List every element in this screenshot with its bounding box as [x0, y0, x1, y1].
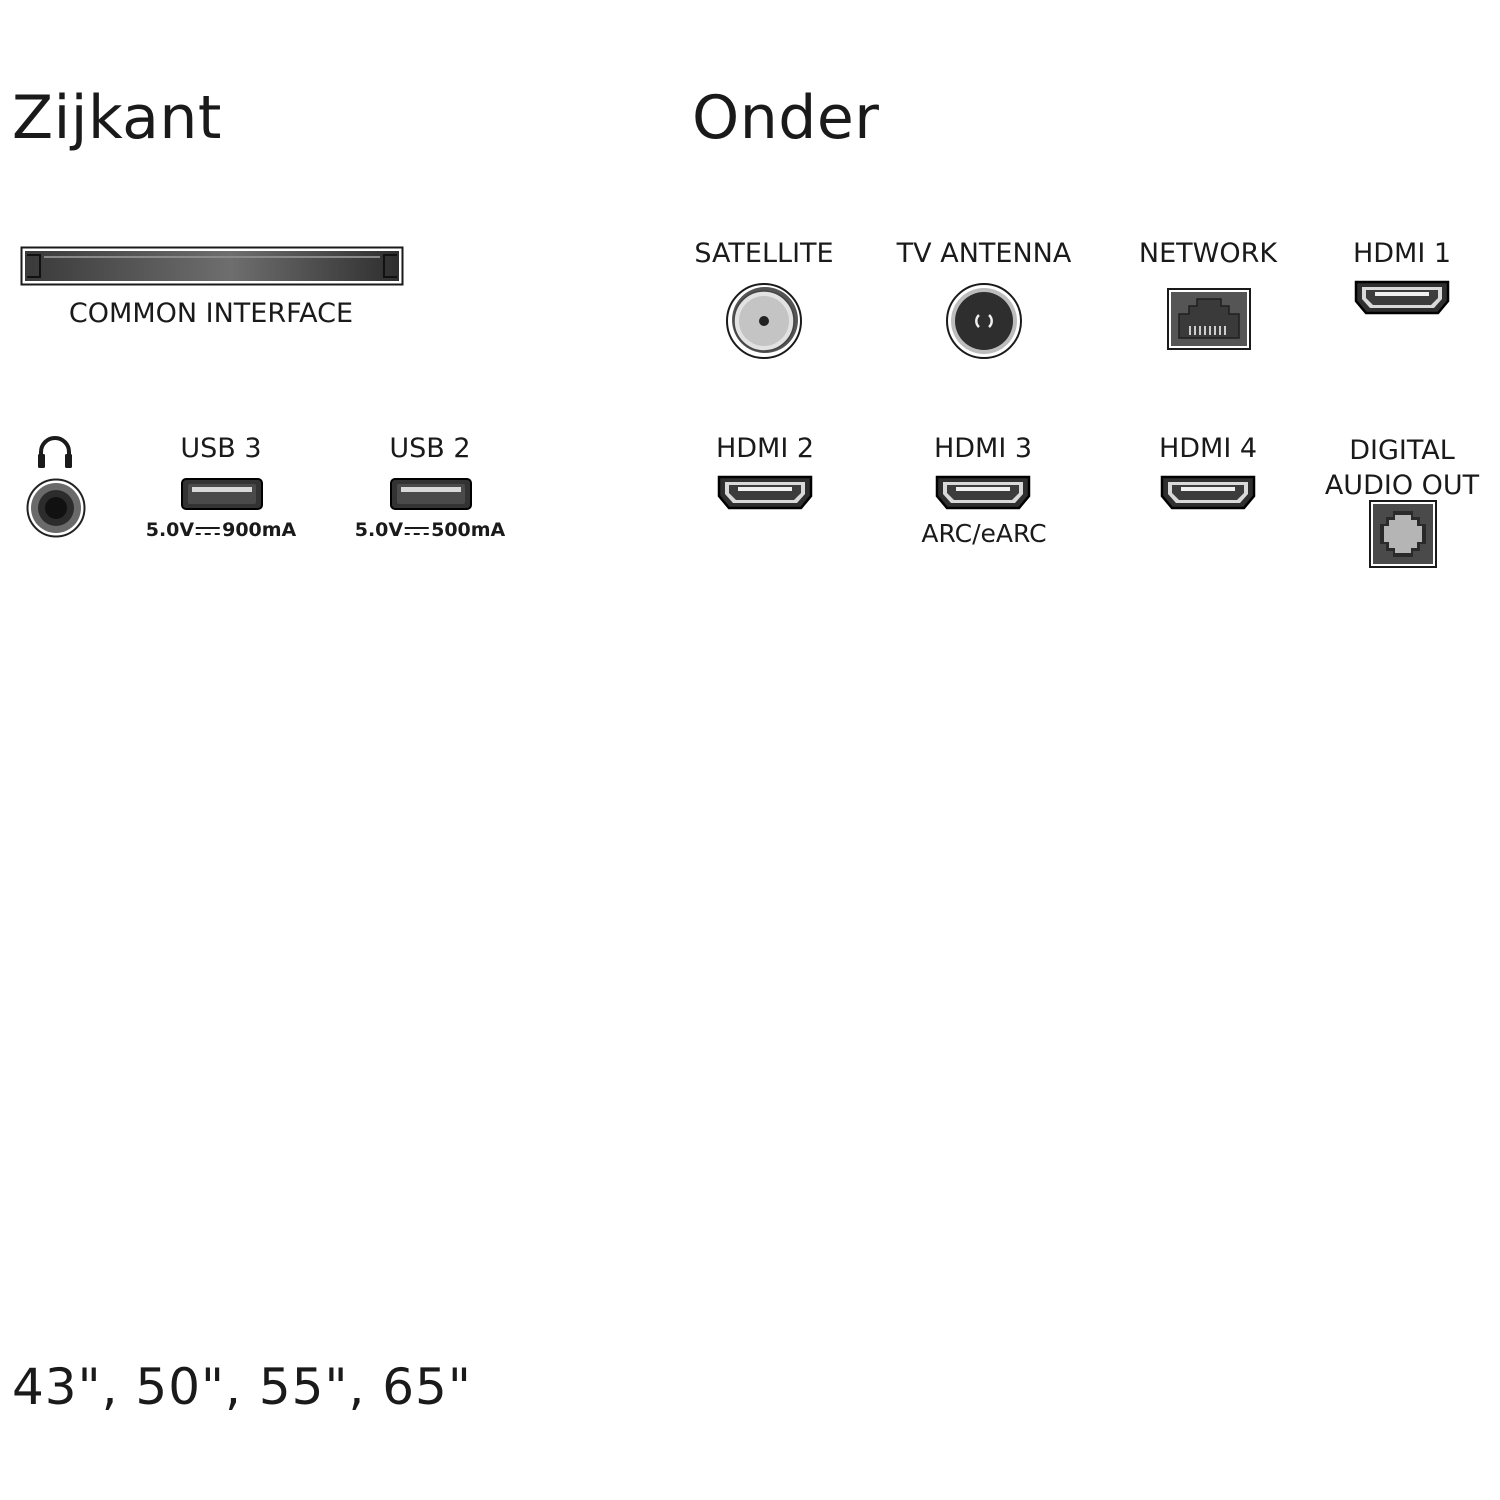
tv-antenna-label: TV ANTENNA — [896, 238, 1072, 269]
hdmi4-label: HDMI 4 — [1158, 433, 1258, 464]
hdmi2-port — [716, 474, 814, 512]
usb2-spec-voltage: 5.0V — [354, 519, 404, 541]
digital-audio-out-port — [1369, 500, 1437, 568]
digital-audio-out-label-line1: DIGITAL — [1349, 435, 1455, 466]
dc-symbol-icon — [196, 526, 221, 535]
network-port — [1167, 288, 1251, 350]
usb3-label: USB 3 — [180, 433, 262, 464]
hdmi4-port — [1159, 474, 1257, 512]
bottom-section-title: Onder — [692, 83, 880, 153]
hdmi1-port — [1353, 279, 1451, 317]
screen-sizes: 43", 50", 55", 65" — [12, 1358, 472, 1416]
hdmi3-port — [934, 474, 1032, 512]
tv-antenna-port — [945, 282, 1023, 360]
satellite-port — [725, 282, 803, 360]
digital-audio-out-label-line2: AUDIO OUT — [1324, 470, 1480, 502]
usb3-spec-current: 900mA — [222, 519, 297, 541]
hdmi1-label: HDMI 1 — [1352, 238, 1452, 269]
usb3-spec-voltage: 5.0V — [145, 519, 195, 541]
hdmi3-arc-note: ARC/eARC — [921, 519, 1047, 548]
usb2-label: USB 2 — [389, 433, 471, 464]
dc-symbol-icon — [405, 526, 430, 535]
side-section-title: Zijkant — [12, 83, 222, 153]
common-interface-slot — [20, 246, 404, 286]
usb2-spec-current: 500mA — [431, 519, 506, 541]
common-interface-label: COMMON INTERFACE — [68, 298, 354, 329]
headphone-jack — [26, 478, 86, 538]
usb3-spec: 5.0V 900mA — [146, 521, 297, 540]
satellite-label: SATELLITE — [694, 238, 834, 269]
usb3-port — [180, 477, 264, 511]
usb2-port — [389, 477, 473, 511]
headphones-icon — [34, 432, 76, 472]
hdmi2-label: HDMI 2 — [715, 433, 815, 464]
digital-audio-out-label: DIGITAL AUDIO OUT — [1325, 433, 1479, 503]
network-label: NETWORK — [1138, 238, 1278, 269]
usb2-spec: 5.0V 500mA — [355, 521, 506, 540]
hdmi3-label: HDMI 3 — [933, 433, 1033, 464]
